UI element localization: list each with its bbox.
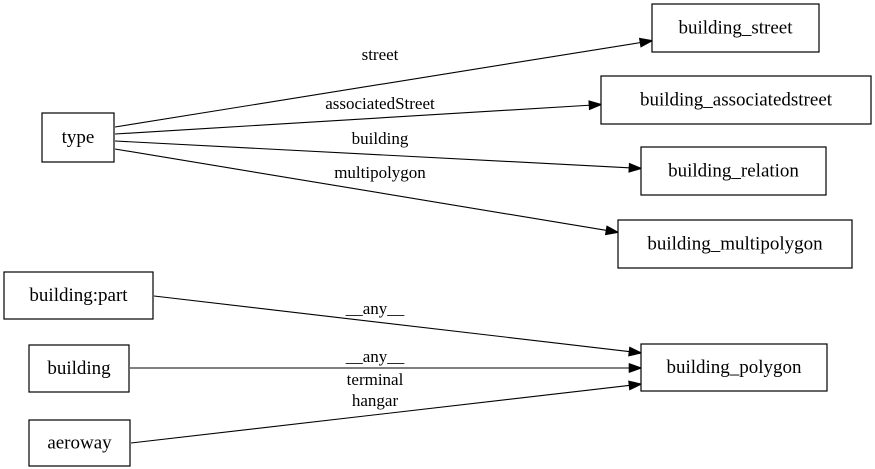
node-box[interactable] xyxy=(651,3,820,53)
edge-type-to-building_multipolygon xyxy=(114,148,620,236)
edge-line xyxy=(114,148,607,231)
nodes-layer: type building_street building_associatedst… xyxy=(3,3,872,467)
arrowhead-icon xyxy=(638,37,654,48)
node-label: building:part xyxy=(29,285,128,306)
node-label: building_multipolygon xyxy=(647,233,823,254)
node-label: aeroway xyxy=(47,432,112,453)
arrowhead-icon xyxy=(628,346,643,357)
arrowhead-icon xyxy=(628,162,643,173)
node-label: building_street xyxy=(679,17,794,38)
edge-label: associatedStreet xyxy=(325,94,435,113)
edge-label: street xyxy=(362,45,399,64)
arrowhead-icon xyxy=(628,380,643,391)
node-building_part[interactable]: building:part xyxy=(3,271,154,320)
edge-label-extra: hangar xyxy=(352,391,399,410)
edge-type-to-building_street xyxy=(114,37,654,128)
edges-layer xyxy=(114,37,654,444)
node-building_associatedstreet[interactable]: building_associatedstreet xyxy=(600,75,872,125)
edge-line xyxy=(114,42,641,128)
edge-labels-layer: street associatedStreet building multipolyg… xyxy=(325,45,435,410)
node-box[interactable] xyxy=(28,419,131,467)
arrowhead-icon xyxy=(604,225,620,236)
edge-label: terminal xyxy=(347,370,404,389)
node-building_street[interactable]: building_street xyxy=(651,3,820,53)
node-box[interactable] xyxy=(640,343,828,392)
node-box[interactable] xyxy=(600,75,872,125)
edge-line xyxy=(153,295,630,353)
node-building_multipolygon[interactable]: building_multipolygon xyxy=(617,219,853,269)
arrowhead-icon xyxy=(628,362,643,374)
edge-label: __any__ xyxy=(345,299,405,318)
node-box[interactable] xyxy=(28,344,130,393)
node-building_polygon[interactable]: building_polygon xyxy=(640,343,828,392)
node-aeroway[interactable]: aeroway xyxy=(28,419,131,467)
node-type[interactable]: type xyxy=(41,112,115,163)
edge-type-to-building_associatedstreet xyxy=(114,100,603,135)
arrowhead-icon xyxy=(588,100,603,111)
edge-building-to-building_polygon xyxy=(130,362,643,374)
node-label: building_associatedstreet xyxy=(640,89,833,110)
edge-label: multipolygon xyxy=(334,163,426,182)
edge-label: building xyxy=(352,129,409,148)
edge-line xyxy=(114,140,630,169)
edge-label: __any__ xyxy=(345,347,405,366)
node-box[interactable] xyxy=(617,219,853,269)
node-building_relation[interactable]: building_relation xyxy=(640,146,827,196)
edge-line xyxy=(114,104,590,135)
node-label: type xyxy=(62,127,95,148)
edge-building_part-to-building_polygon xyxy=(153,295,643,357)
node-label: building_relation xyxy=(668,160,799,181)
edge-line xyxy=(130,384,630,444)
edge-aeroway-to-building_polygon xyxy=(130,380,643,444)
node-label: building xyxy=(47,358,111,379)
node-box[interactable] xyxy=(640,146,827,196)
node-box[interactable] xyxy=(41,112,115,163)
node-label: building_polygon xyxy=(666,357,802,378)
node-building[interactable]: building xyxy=(28,344,130,393)
edge-type-to-building_relation xyxy=(114,140,643,173)
node-box[interactable] xyxy=(3,271,154,320)
